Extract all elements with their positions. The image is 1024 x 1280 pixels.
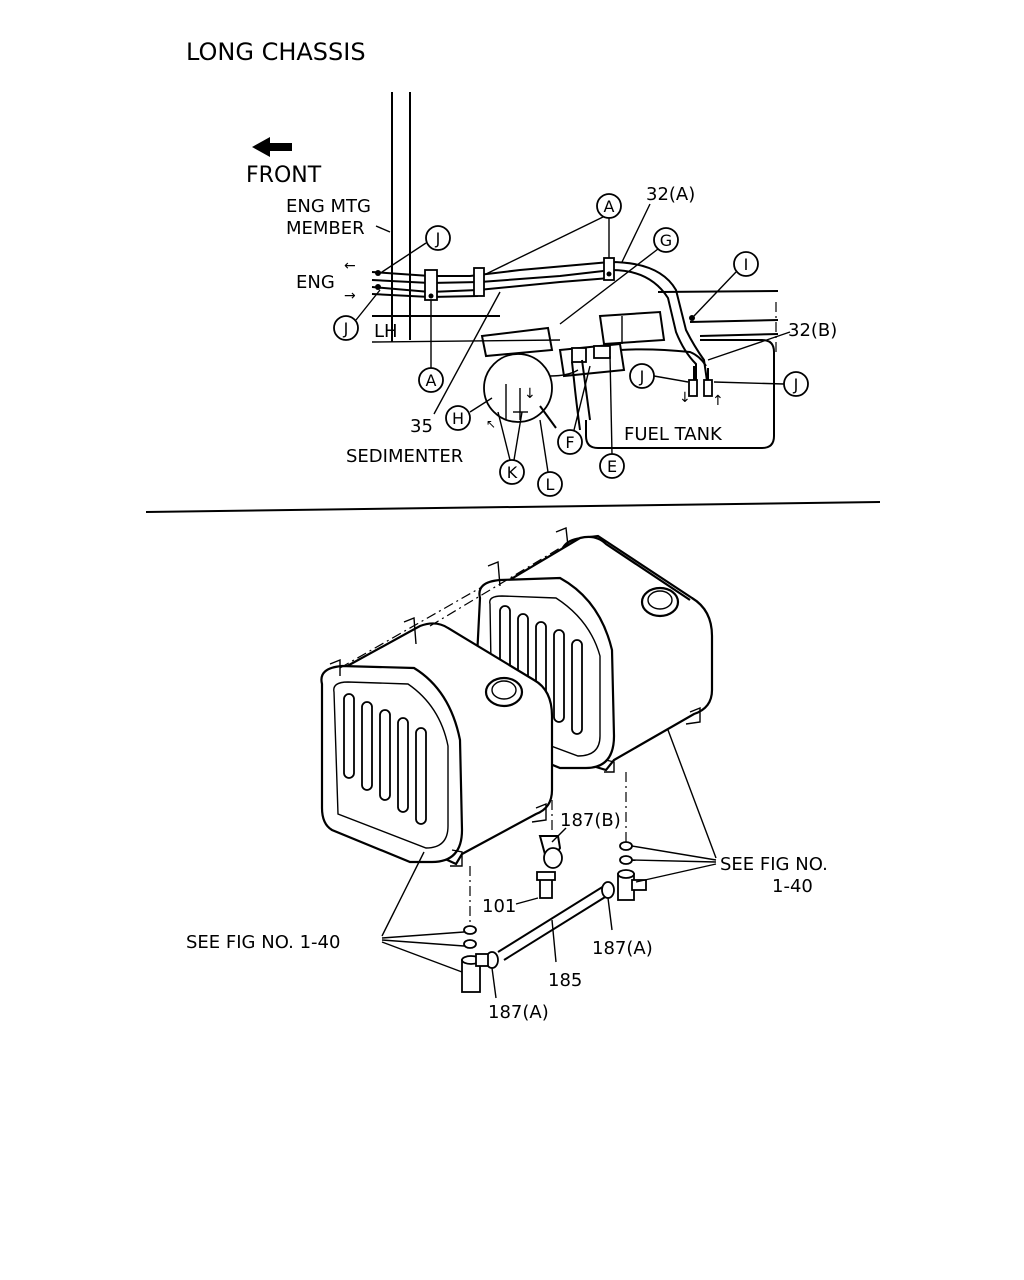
- drain-valve-right: [617, 841, 647, 901]
- part-35-label: 35: [410, 416, 433, 437]
- crossover-hose: [497, 885, 611, 961]
- eng-label: ENG: [296, 272, 335, 293]
- part-187a-right-label: 187(A): [592, 938, 653, 959]
- front-tank-ribs: [343, 693, 427, 825]
- fuel-tank-label: FUEL TANK: [624, 424, 723, 445]
- svg-text:K: K: [507, 463, 518, 482]
- svg-text:J: J: [435, 229, 441, 248]
- callout-l: L: [537, 419, 563, 497]
- front-label: FRONT: [246, 163, 322, 188]
- callout-j-lower-left: J: [333, 289, 381, 341]
- rear-tank-ribs: [499, 605, 583, 735]
- see-fig-ref-left: SEE FIG NO. 1-40: [186, 932, 340, 953]
- tank-pipes: ↓ ↑: [571, 348, 724, 431]
- svg-text:F: F: [565, 433, 574, 452]
- svg-text:↖: ↖: [486, 417, 496, 431]
- svg-text:E: E: [607, 457, 617, 476]
- lh-label: LH: [374, 321, 398, 342]
- fuel-tanks-exploded-view: 187(B) 101 187(A) 185 187(A) SEE FIG NO.…: [186, 527, 828, 1023]
- section-divider: [145, 501, 881, 513]
- callout-j-upper-left: J: [381, 225, 451, 273]
- fuel-tank-front: [320, 616, 554, 867]
- fuel-tank-box: [585, 339, 775, 449]
- sedimenter-label: SEDIMENTER: [346, 446, 463, 467]
- leader-lines: [381, 729, 717, 999]
- svg-text:↓: ↓: [679, 390, 691, 406]
- bracket-187b: [538, 835, 563, 869]
- arrow-from-engine: →: [344, 288, 356, 304]
- callout-h: H: [445, 397, 493, 431]
- part-187b-label: 187(B): [560, 810, 621, 831]
- callout-a-bottom: A: [418, 312, 444, 393]
- bolt-101: [536, 871, 556, 899]
- callout-k: K: [497, 411, 525, 485]
- callout-a-top: A: [485, 193, 622, 275]
- diagram-title: LONG CHASSIS: [186, 38, 366, 66]
- svg-text:G: G: [660, 231, 672, 250]
- svg-text:J: J: [793, 375, 799, 394]
- chassis-routing-view: FRONT ENG MTG MEMBER LH ENG ← →: [246, 92, 837, 497]
- callout-f: F: [557, 365, 591, 455]
- svg-text:A: A: [604, 197, 615, 216]
- part-32a-label: 32(A): [646, 184, 695, 205]
- see-fig-ref-right-2: 1-40: [772, 876, 813, 897]
- part-185-label: 185: [548, 970, 582, 991]
- svg-text:H: H: [452, 409, 464, 428]
- callout-e: E: [599, 355, 625, 479]
- see-fig-ref-right-1: SEE FIG NO.: [720, 854, 828, 875]
- svg-text:A: A: [426, 371, 437, 390]
- callout-g: G: [559, 227, 679, 325]
- callout-j-right: J: [713, 371, 809, 397]
- svg-text:L: L: [546, 475, 555, 494]
- svg-text:J: J: [343, 319, 349, 338]
- front-arrow-icon: [252, 137, 292, 157]
- eng-mtg-member-beam: [391, 92, 411, 342]
- hose-clamps-187a: [485, 881, 615, 969]
- filter-bracket: [480, 310, 666, 378]
- part-187a-left-label: 187(A): [488, 1002, 549, 1023]
- svg-text:↓: ↓: [524, 386, 536, 402]
- eng-mtg-member-label-1: ENG MTG: [286, 196, 371, 217]
- svg-text:I: I: [744, 255, 749, 274]
- callout-j-right-left: J: [629, 363, 689, 389]
- svg-text:J: J: [639, 367, 645, 386]
- svg-text:↑: ↑: [712, 393, 724, 409]
- fuel-pipe-bundle: [371, 260, 709, 390]
- callout-i: I: [689, 251, 759, 321]
- part-32b-label: 32(B): [788, 320, 837, 341]
- part-101-label: 101: [482, 896, 516, 917]
- drain-valve-left: [461, 925, 489, 993]
- sedimenter: ↓ ↖: [483, 353, 579, 431]
- eng-mtg-member-label-2: MEMBER: [286, 218, 365, 239]
- arrow-to-engine: ←: [344, 258, 356, 274]
- alignment-lines: [339, 547, 627, 926]
